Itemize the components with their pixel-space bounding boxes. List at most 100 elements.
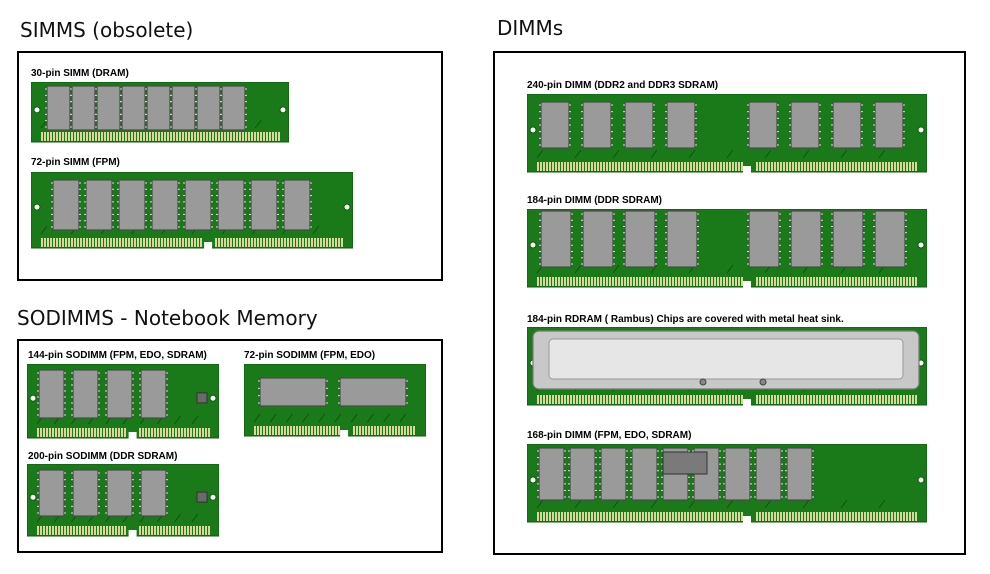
sodimm144-key-notch [128, 432, 137, 440]
sodimm200-memory-chip [140, 469, 167, 517]
dimm168-contact-pins [537, 512, 917, 521]
sodimm200-illustration [27, 464, 219, 538]
sodimm200-key-notch [128, 530, 137, 538]
dimm240-memory-chip [624, 101, 654, 149]
sodimm200-module [27, 464, 219, 538]
dimm240-memory-chip [874, 101, 904, 149]
dimm240-memory-chip [666, 101, 696, 149]
dimm240-chip-leads [873, 104, 905, 146]
simm72-chip-leads [249, 182, 279, 228]
dimm168-chip-leads [785, 450, 814, 498]
dimm240-memory-chip [540, 101, 570, 149]
dimm240-mounting-hole [917, 126, 925, 134]
dimm240-chip-leads [789, 104, 821, 146]
rdram184-module [527, 327, 927, 407]
sodimm200-chip-leads [139, 472, 168, 514]
dimm184-chip-leads [747, 213, 781, 265]
dimm184-label: 184-pin DIMM (DDR SDRAM) [527, 195, 662, 206]
dimm184-chip-leads [581, 213, 615, 265]
sodimm144-spd-chip [196, 392, 208, 404]
sodimm144-module [27, 364, 219, 440]
simm30-module [31, 82, 289, 144]
sodimm200-mounting-hole [29, 493, 37, 501]
sodimm200-mounting-hole [209, 493, 217, 501]
dimm168-memory-chip [724, 447, 751, 501]
sodimm144-chip-leads [105, 372, 134, 416]
dimm184-memory-chip [624, 210, 656, 268]
sodimm72-contact-pins [254, 426, 415, 435]
dimm184-memory-chip [874, 210, 906, 268]
sodimm144-mounting-hole [29, 394, 37, 402]
sodimm200-memory-chip [106, 469, 133, 517]
sodimm200-contact-pins [37, 526, 210, 535]
dimm168-memory-chip [755, 447, 782, 501]
dimm240-memory-chip [790, 101, 820, 149]
dimm184-key-notch [743, 281, 751, 289]
dimm168-chip-leads [754, 450, 783, 498]
simm30-label: 30-pin SIMM (DRAM) [31, 68, 129, 79]
rdram184-heat-sink-clip [759, 378, 767, 386]
sodimm72-memory-chip [259, 377, 327, 407]
sodimm200-memory-chip [72, 469, 99, 517]
rdram184-key-notch [743, 399, 751, 407]
simm72-memory-chip [85, 179, 113, 231]
simm30-memory-chip [146, 85, 171, 131]
simm72-illustration [31, 172, 353, 250]
simm72-memory-chip [151, 179, 179, 231]
simm30-mounting-hole [279, 106, 287, 114]
simm72-key-notch [204, 242, 213, 250]
dimm240-chip-leads [747, 104, 779, 146]
dimm184-chip-leads [539, 213, 573, 265]
dimm240-chip-leads [623, 104, 655, 146]
sodimm72-chip-leads [258, 380, 328, 404]
dimm184-chip-leads [873, 213, 907, 265]
sodimm144-contact-pins [37, 428, 210, 437]
sodimm72-memory-chip [339, 377, 407, 407]
sodimm200-spd-chip [196, 491, 208, 503]
rdram184-illustration [527, 327, 927, 407]
simm72-chip-leads [51, 182, 81, 228]
dimm168-memory-chip [538, 447, 565, 501]
simm72-memory-chip [118, 179, 146, 231]
simm72-memory-chip [283, 179, 311, 231]
simm72-chip-leads [84, 182, 114, 228]
simm72-chip-leads [282, 182, 312, 228]
dimm184-chip-leads [789, 213, 823, 265]
dimm168-controller-chip [662, 451, 708, 475]
dimm168-label: 168-pin DIMM (FPM, EDO, SDRAM) [527, 430, 692, 441]
simm72-mounting-hole [33, 203, 41, 211]
dimm168-memory-chip [786, 447, 813, 501]
rdram184-contact-pins [537, 395, 917, 404]
dimm184-memory-chip [582, 210, 614, 268]
simm30-memory-chip [71, 85, 96, 131]
sodimm144-memory-chip [38, 369, 65, 419]
simms-title: SIMMS (obsolete) [20, 18, 194, 42]
dimm240-memory-chip [832, 101, 862, 149]
dimm168-key-notch [743, 516, 751, 524]
dimm240-contact-pins [537, 162, 917, 171]
simm72-memory-chip [250, 179, 278, 231]
simm30-memory-chip [221, 85, 246, 131]
dimm184-chip-leads [665, 213, 699, 265]
dimm168-chip-leads [537, 450, 566, 498]
dimm184-memory-chip [748, 210, 780, 268]
dimm184-mounting-hole [529, 241, 537, 249]
simm72-chip-leads [150, 182, 180, 228]
sodimm72-chip-leads [338, 380, 408, 404]
sodimm200-chip-leads [37, 472, 66, 514]
sodimm200-label: 200-pin SODIMM (DDR SDRAM) [28, 451, 178, 462]
simm30-memory-chip [171, 85, 196, 131]
simm72-memory-chip [217, 179, 245, 231]
sodimm144-chip-leads [139, 372, 168, 416]
simm30-memory-chip [196, 85, 221, 131]
dimms-title: DIMMs [497, 16, 564, 40]
simm72-contact-pins [41, 238, 343, 247]
sodimms-title: SODIMMS - Notebook Memory [17, 306, 318, 330]
simm72-memory-chip [184, 179, 212, 231]
dimm168-chip-leads [723, 450, 752, 498]
simm30-chip-leads [220, 88, 247, 128]
dimm240-key-notch [743, 166, 751, 174]
sodimm72-key-notch [340, 430, 349, 438]
dimm184-chip-leads [831, 213, 865, 265]
dimm240-illustration [527, 94, 927, 174]
